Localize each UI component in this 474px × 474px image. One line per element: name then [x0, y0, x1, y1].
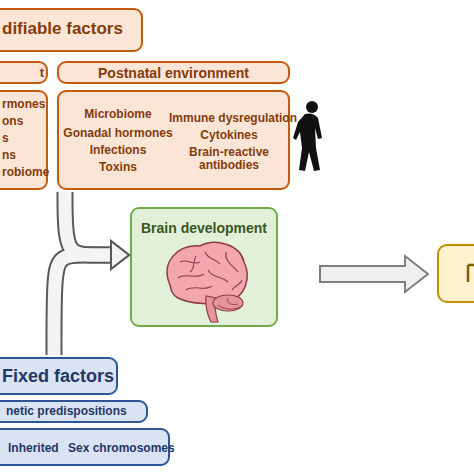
merge-arrow — [54, 255, 113, 355]
factor-list-box: MicrobiomeGonadal hormonesInfectionsToxi… — [57, 90, 290, 190]
process-box: Brain development — [130, 207, 278, 327]
node-text: rmones — [2, 98, 47, 111]
node-text: t — [0, 66, 44, 80]
node-text: Postnatal environment — [59, 66, 288, 81]
node-text: Immune dysregulation — [169, 112, 289, 125]
merge-arrow — [65, 192, 113, 255]
node-text: Toxins — [59, 161, 177, 174]
factor-box: InheritedSex chromosomes — [0, 428, 170, 466]
section-header-box: t — [0, 61, 48, 84]
node-text: s — [2, 132, 47, 145]
merge-arrow — [65, 192, 129, 269]
node-text: robiome — [2, 166, 47, 179]
node-text: Brain-reactive antibodies — [177, 146, 281, 172]
connector-fill-layer — [54, 192, 129, 355]
outcome-text-fragment — [468, 265, 474, 282]
factor-box: netic predispositions — [0, 400, 148, 423]
outcome-box — [438, 245, 474, 302]
child-silhouette — [293, 101, 322, 171]
node-text: Brain development — [132, 221, 276, 236]
node-text: Sex chromosomes — [68, 442, 168, 455]
node-text: difiable factors — [2, 20, 142, 39]
node-text: Microbiome — [59, 108, 177, 121]
node-text: netic predispositions — [6, 405, 146, 418]
section-header-box: Postnatal environment — [57, 61, 290, 84]
factor-list-box: rmones ons s ns robiome — [0, 90, 48, 190]
node-text: Infections — [59, 144, 177, 157]
outcome-arrow — [320, 256, 428, 292]
node-text: ons — [2, 115, 47, 128]
node-text: ns — [2, 149, 47, 162]
merge-arrow — [54, 241, 129, 355]
node-text: Gonadal hormones — [59, 127, 177, 140]
connector-outline-layer — [54, 192, 113, 355]
node-text: Cytokines — [169, 129, 289, 142]
node-text: Fixed factors — [2, 367, 117, 387]
group-title-box: Fixed factors — [0, 357, 118, 395]
group-title-box: difiable factors — [0, 8, 143, 52]
node-text: Inherited — [8, 442, 68, 455]
